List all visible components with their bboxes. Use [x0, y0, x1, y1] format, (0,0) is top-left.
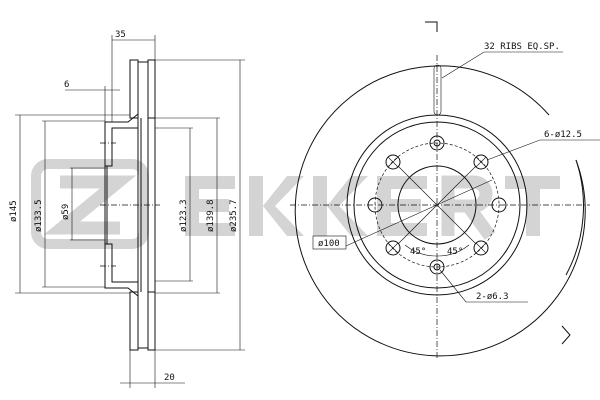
dim-dia-145: ø145: [9, 200, 19, 222]
dim-35: 35: [115, 30, 126, 40]
front-view: 32 RIBS EQ.SP. 6-ø12.5 ø100 45° 45° 2-ø6…: [290, 21, 600, 358]
dim-dia-123-3: ø123.3: [179, 199, 189, 232]
dim-dia-59: ø59: [61, 204, 71, 220]
dim-6: 6: [64, 80, 69, 90]
dim-dia-139-8: ø139.8: [206, 199, 216, 232]
label-angle-left: 45°: [410, 247, 426, 257]
label-angle-right: 45°: [447, 247, 463, 257]
section-view: [100, 59, 160, 351]
dim-dia-133-5: ø133.5: [34, 199, 44, 232]
dim-20: 20: [164, 373, 175, 383]
watermark-logo: [31, 159, 560, 249]
bolt-holes: [367, 135, 507, 275]
dim-dia-235-7: ø235.7: [229, 199, 239, 232]
section-dimensions: 35 6 20 ø145 ø133.5 ø59 ø123.3 ø139.8 ø2…: [9, 30, 245, 388]
label-pin-holes: 2-ø6.3: [476, 292, 509, 302]
label-pcd: ø100: [318, 239, 340, 249]
label-ribs: 32 RIBS EQ.SP.: [484, 42, 560, 52]
label-bolt-holes: 6-ø12.5: [544, 130, 582, 140]
